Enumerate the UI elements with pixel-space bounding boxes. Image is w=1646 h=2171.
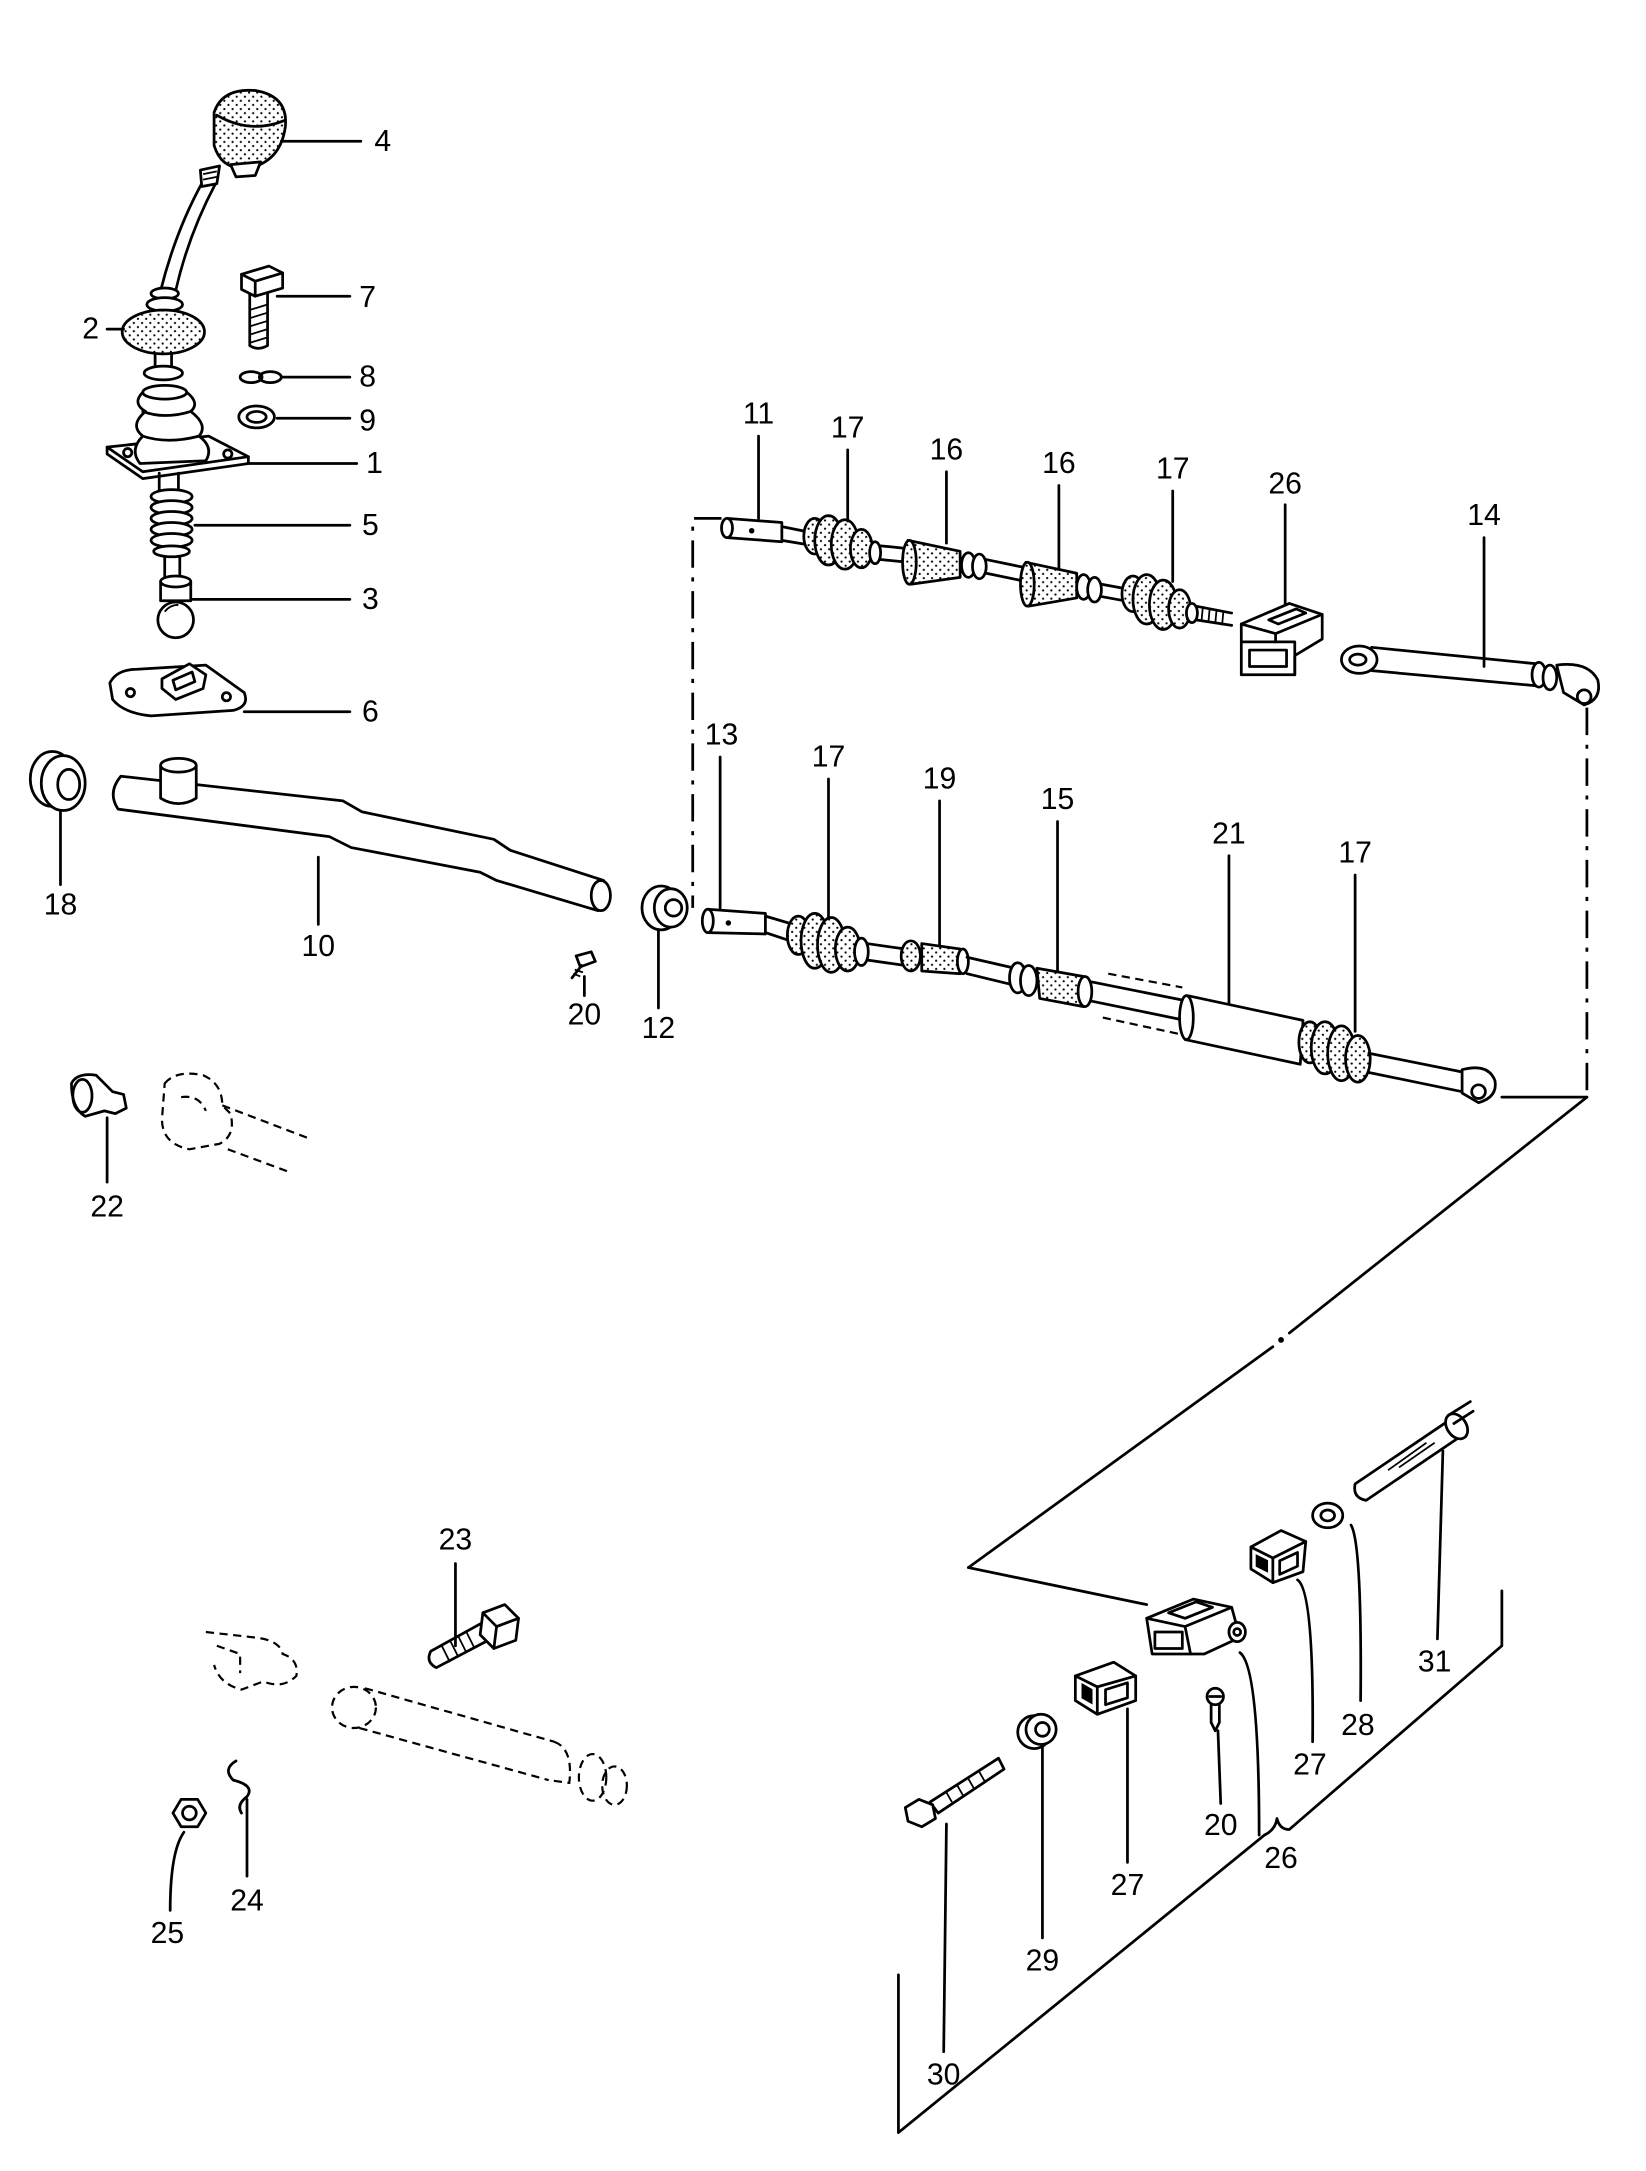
part-9-washer (237, 404, 276, 430)
part-31-pin (1353, 1400, 1475, 1502)
callout-30: 30 (927, 2058, 961, 2091)
part-28-washer (1311, 1501, 1345, 1530)
callout-12: 12 (642, 1012, 676, 1045)
callout-17-lower-left: 17 (812, 741, 846, 774)
part-26-clamp-upper (1239, 602, 1324, 677)
part-17-bellows-lower-right (1297, 1020, 1372, 1084)
part-17-bellows-lower-left (785, 912, 870, 974)
part-5-spring (149, 488, 194, 583)
callout-6: 6 (362, 695, 379, 728)
callout-15: 15 (1041, 783, 1075, 816)
callout-14: 14 (1467, 499, 1501, 532)
part-15-bushing (1008, 961, 1094, 1009)
part-2-boot-retainer (120, 286, 206, 382)
reference-lines (691, 517, 1589, 2134)
callout-1: 1 (366, 447, 383, 480)
leader-lines (59, 139, 1486, 2054)
part-8-lock-washer (238, 370, 283, 385)
callout-2: 2 (82, 313, 99, 346)
callout-20-upper: 20 (568, 998, 602, 1031)
part-26-clamp-lower (1145, 1597, 1247, 1656)
callout-19: 19 (923, 762, 957, 795)
leader-line (1216, 1729, 1223, 1805)
shift-lever (159, 164, 221, 293)
part-27-rubber-block-upper (1249, 1529, 1308, 1585)
callout-11: 11 (743, 398, 774, 431)
callout-28: 28 (1341, 1709, 1375, 1742)
leader-line (168, 1830, 186, 1912)
part-25-nut (171, 1797, 208, 1829)
callout-3: 3 (362, 583, 379, 616)
part-16-cone-bushing-left (901, 538, 988, 586)
callout-27-left: 27 (1111, 1869, 1145, 1902)
callout-24: 24 (230, 1884, 264, 1917)
leader-line (1296, 1578, 1315, 1744)
callout-29: 29 (1026, 1945, 1060, 1978)
callout-21: 21 (1212, 817, 1246, 850)
leader-line (1238, 1651, 1261, 1837)
callout-10: 10 (302, 930, 336, 963)
part-21-tube (1090, 972, 1305, 1066)
part-14-connecting-rod (1340, 644, 1600, 707)
callout-18: 18 (44, 889, 78, 922)
callout-4: 4 (374, 125, 391, 158)
callout-20-lower: 20 (1204, 1809, 1238, 1842)
part-22-clip (70, 1073, 128, 1118)
callout-22: 22 (90, 1190, 124, 1223)
callout-27-right: 27 (1293, 1749, 1327, 1782)
part-1-boot-with-flange (105, 384, 250, 496)
callout-16-right: 16 (1042, 447, 1076, 480)
leader-line (942, 1822, 948, 2054)
callout-17-lower-right: 17 (1338, 837, 1372, 870)
part-27-rubber-block-lower (1073, 1660, 1138, 1716)
part-19-bushing (899, 939, 970, 976)
part-13-sleeve (700, 907, 767, 936)
callout-13: 13 (705, 719, 739, 752)
callout-9: 9 (359, 405, 376, 438)
part-12-bushing (640, 884, 689, 932)
lower-shift-rod-assembly (764, 912, 1497, 1105)
callout-5: 5 (362, 509, 379, 542)
leader-line (1349, 1523, 1363, 1702)
part-24-spring-clip (227, 1759, 251, 1815)
part-4-shift-knob (212, 88, 287, 179)
leader-line (1436, 1449, 1445, 1641)
part-17-bellows-upper-right (1120, 573, 1199, 631)
callout-8: 8 (359, 361, 376, 394)
callout-31: 31 (1418, 1646, 1452, 1679)
callout-26-upper: 26 (1268, 468, 1302, 501)
part-11-sleeve (720, 517, 784, 544)
part-23-bolt (427, 1603, 520, 1670)
callout-26-lower: 26 (1264, 1842, 1298, 1875)
upper-shift-rod-assembly (720, 514, 1600, 707)
part-3-ball-joint (156, 574, 195, 640)
part-6-base-plate (108, 662, 247, 718)
callout-25: 25 (151, 1917, 185, 1950)
part-18-bushing (28, 750, 87, 812)
part-10-shift-rod (111, 757, 612, 913)
callout-23: 23 (439, 1524, 473, 1557)
callout-17-upper-right: 17 (1156, 453, 1190, 486)
part-16-cone-bushing-right (1019, 560, 1103, 608)
phantom-linkage-center (205, 1630, 628, 1806)
part-29-bushing (1016, 1712, 1058, 1750)
part-7-bolt (240, 264, 285, 350)
part-20-screw-lower (1205, 1686, 1225, 1733)
part-30-bolt (903, 1756, 1006, 1829)
callout-labels: 4 7 2 8 9 1 5 3 6 18 10 20 12 13 11 17 1… (44, 125, 1501, 2092)
callout-16-left: 16 (930, 433, 964, 466)
part-20-screw-upper (570, 950, 597, 980)
phantom-rod-end-left (160, 1072, 310, 1174)
callout-17-upper-left: 17 (831, 411, 865, 444)
part-17-bellows-upper-left (802, 514, 882, 571)
callout-7: 7 (359, 281, 376, 314)
